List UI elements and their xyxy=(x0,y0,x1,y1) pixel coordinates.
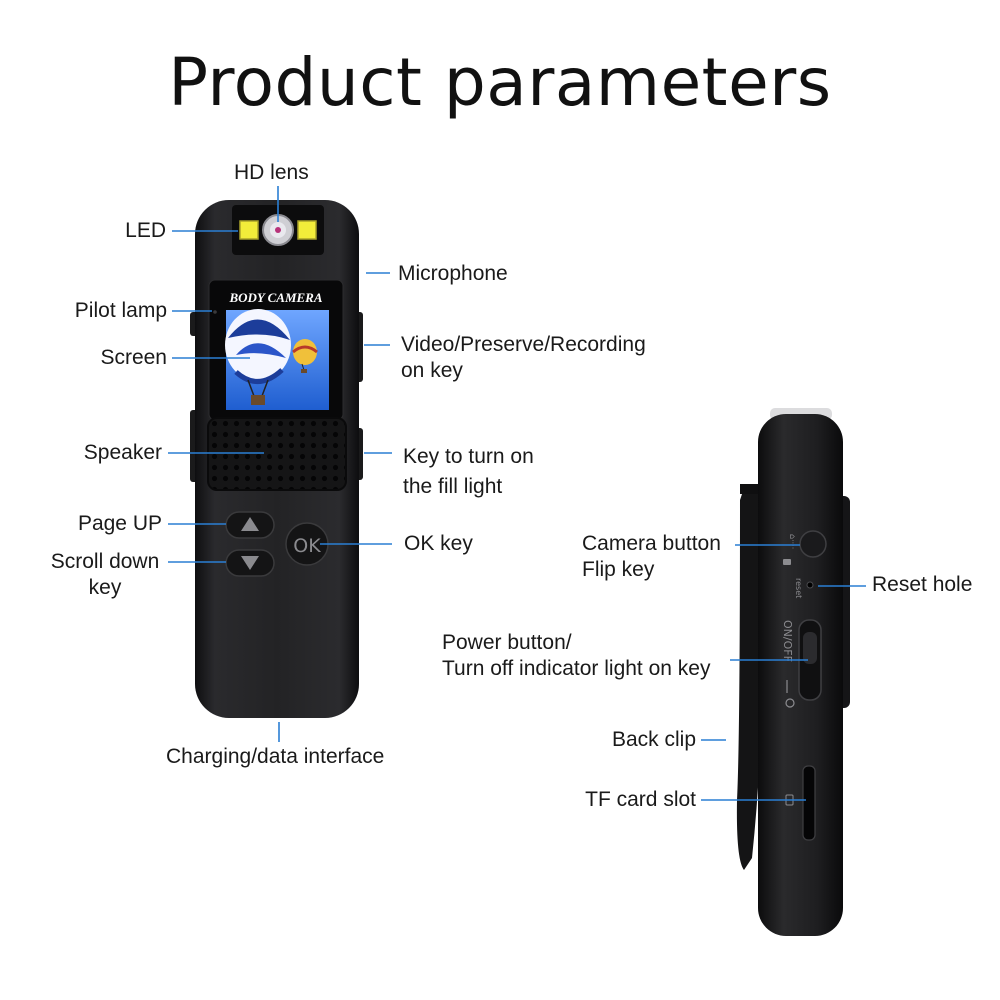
label-camera-button-line2: Flip key xyxy=(582,557,721,583)
pilot-lamp xyxy=(213,310,217,314)
camera-button xyxy=(800,531,826,557)
label-pilot-lamp: Pilot lamp xyxy=(75,298,167,324)
label-back-clip: Back clip xyxy=(612,727,696,753)
label-speaker: Speaker xyxy=(84,440,162,466)
svg-text:⌂····: ⌂···· xyxy=(788,534,797,549)
label-camera-button-line1: Camera button xyxy=(582,531,721,557)
label-power-line1: Power button/ xyxy=(442,630,710,656)
back-clip xyxy=(737,484,760,870)
led-left xyxy=(240,221,258,239)
label-camera-button: Camera button Flip key xyxy=(582,531,721,583)
label-scroll-down-line2: key xyxy=(46,575,164,601)
label-video-key-line1: Video/Preserve/Recording xyxy=(401,332,646,358)
switch-text: ON/OFF xyxy=(781,620,794,662)
label-scroll-down: Scroll down key xyxy=(46,549,164,601)
label-video-key: Video/Preserve/Recording on key xyxy=(401,332,646,384)
label-fill-light-line1: Key to turn on xyxy=(403,442,534,472)
label-led: LED xyxy=(125,218,166,244)
label-scroll-down-line1: Scroll down xyxy=(46,549,164,575)
reset-hole xyxy=(807,582,813,588)
label-tf-card: TF card slot xyxy=(585,787,696,813)
label-fill-light-line2: the fill light xyxy=(403,472,534,502)
label-fill-light: Key to turn on the fill light xyxy=(403,442,534,502)
label-microphone: Microphone xyxy=(398,261,508,287)
camera-icon xyxy=(783,559,791,565)
label-charging: Charging/data interface xyxy=(166,744,384,770)
label-hd-lens: HD lens xyxy=(234,160,309,186)
label-ok-key: OK key xyxy=(404,531,473,557)
speaker-grill xyxy=(208,418,346,490)
label-reset-hole: Reset hole xyxy=(872,572,972,598)
tf-card-slot xyxy=(803,766,815,840)
label-screen: Screen xyxy=(100,345,167,371)
label-power-line2: Turn off indicator light on key xyxy=(442,656,710,682)
screen-brand-text: BODY CAMERA xyxy=(228,290,322,305)
label-page-up: Page UP xyxy=(78,511,162,537)
label-video-key-line2: on key xyxy=(401,358,646,384)
reset-text: reset xyxy=(794,578,803,598)
ok-key-text: OK xyxy=(293,535,321,557)
side-device: ⌂···· reset ON/OFF xyxy=(737,408,850,936)
label-power: Power button/ Turn off indicator light o… xyxy=(442,630,710,682)
led-right xyxy=(298,221,316,239)
front-device: BODY CAMERA OK xyxy=(190,200,363,718)
